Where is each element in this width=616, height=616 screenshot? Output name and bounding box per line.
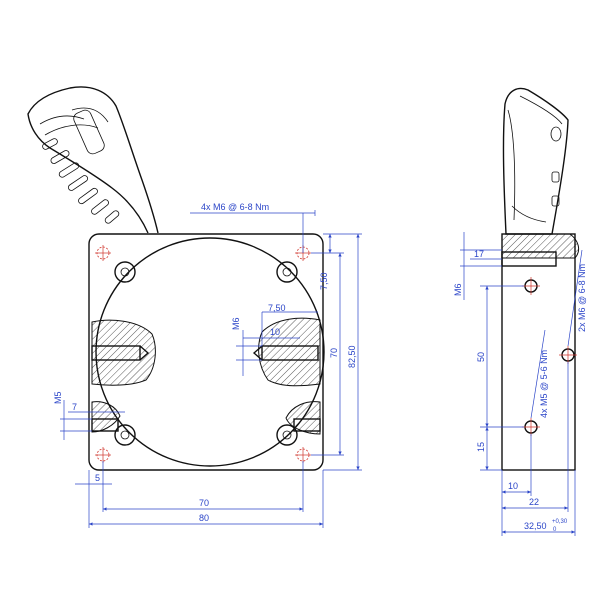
bottom-right-hatched-section <box>285 401 321 435</box>
side-dim-tolerance-lower: 0 <box>553 527 557 533</box>
screw-heads <box>114 261 298 446</box>
dim-hole-spacing-vertical: 70 <box>329 348 339 358</box>
right-hatched-section <box>258 317 321 387</box>
dim-callouts-side: 2x M6 @ 6-8 Nm 4x M5 @ 5-6 Nm <box>530 249 587 419</box>
side-top-hatched-section <box>501 233 580 259</box>
dim-slot-depth: 10 <box>270 327 280 337</box>
side-dim-hole-position: 22 <box>529 497 539 507</box>
side-dim-top-depth: 17 <box>474 249 484 259</box>
dim-top-callout: 4x M6 @ 6-8 Nm <box>190 202 316 253</box>
side-callout-m5-holes: 4x M5 @ 5-6 Nm <box>539 350 549 418</box>
dim-top-offset: 7,50 <box>319 272 329 290</box>
side-dim-bottom-offset: 15 <box>476 442 486 452</box>
front-view: 4x M6 @ 6-8 Nm 82,50 70 7,50 7,50 10 M6 <box>27 86 362 528</box>
side-dim-hole-spacing: 50 <box>476 352 486 362</box>
front-housing <box>88 233 324 471</box>
right-slot <box>261 345 319 361</box>
callout-side-thread: M6 <box>231 317 241 330</box>
dim-m5-front: M5 7 <box>53 391 125 440</box>
side-dim-inner-offset: 10 <box>508 481 518 491</box>
side-callout-top-thread: M6 <box>453 283 463 296</box>
dim-vertical-side: 17 M6 50 15 <box>453 232 524 471</box>
dim-horizontal-side: 10 22 32,50 +0,30 0 <box>501 362 576 536</box>
handle-grip-slots <box>42 138 120 224</box>
dim-height-total: 82,50 <box>347 345 357 368</box>
dim-vertical-front: 82,50 70 7,50 <box>311 233 362 471</box>
dim-edge-offset-left: 7 <box>72 402 77 412</box>
callout-bottom-thread: M5 <box>53 391 63 404</box>
dim-horizontal-front: 80 70 5 <box>75 461 324 528</box>
bottom-left-hatched-section <box>91 401 121 433</box>
dim-edge-offset: 5 <box>95 473 100 483</box>
left-slot <box>91 345 141 361</box>
side-callout-m6-holes: 2x M6 @ 6-8 Nm <box>577 264 587 332</box>
dim-slot-offset: 7,50 <box>268 303 286 313</box>
side-view: 17 M6 50 15 2x M6 @ 6-8 Nm 4x M5 @ 5-6 N… <box>453 87 587 536</box>
side-dim-width-total: 32,50 <box>524 521 547 531</box>
callout-top-screws: 4x M6 @ 6-8 Nm <box>201 202 269 212</box>
left-hatched-section <box>91 319 156 386</box>
joystick-handle <box>27 86 159 234</box>
dim-width-total: 80 <box>199 513 209 523</box>
dim-hole-spacing-horizontal: 70 <box>199 498 209 508</box>
dim-slot: 7,50 10 M6 <box>231 303 318 376</box>
side-joystick-handle <box>502 87 569 235</box>
side-holes <box>522 277 577 436</box>
side-dim-tolerance-upper: +0,30 <box>552 519 568 525</box>
